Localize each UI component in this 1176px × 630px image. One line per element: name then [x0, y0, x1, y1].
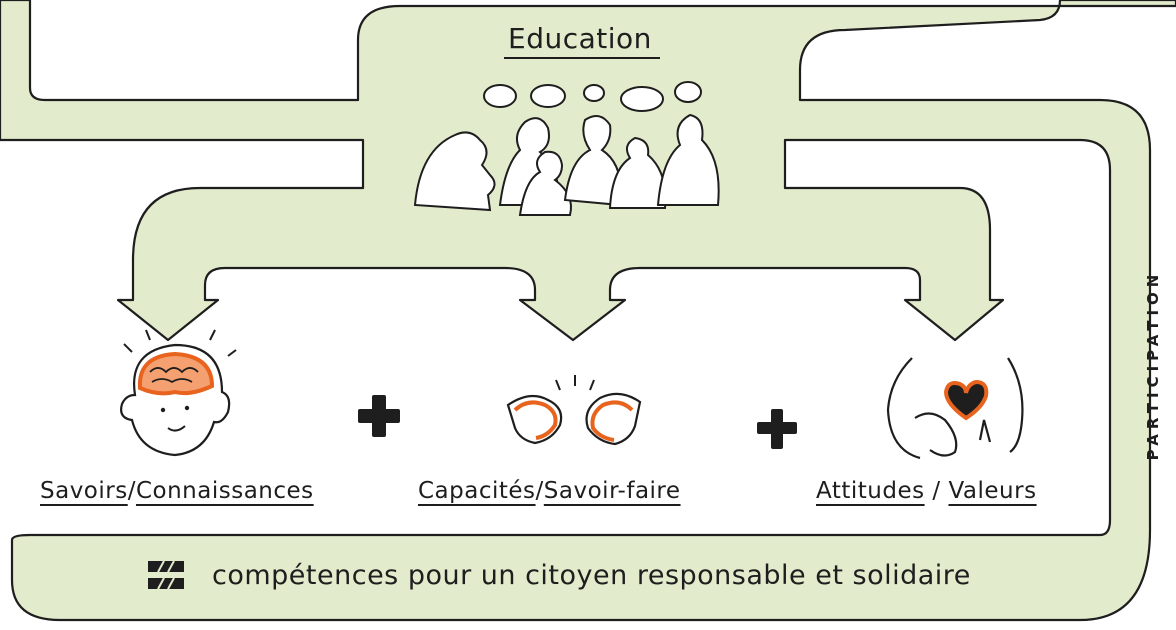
component-second: Valeurs: [948, 478, 1037, 504]
people-group-icon: [413, 113, 720, 216]
brain-head-icon: [120, 329, 237, 457]
component-first: Capacités: [418, 478, 536, 504]
heart-chest-icon: [886, 357, 1024, 460]
plus-icon: [757, 409, 797, 449]
hands-icon: [506, 375, 642, 446]
component-second: Savoir-faire: [543, 478, 681, 504]
diagram-title: Education: [508, 22, 652, 55]
component-sep: /: [535, 478, 544, 504]
equals-icon: [148, 560, 184, 590]
component-sep: /: [127, 478, 136, 504]
result-text: compétences pour un citoyen responsable …: [212, 560, 971, 591]
participation-label: PARTICIPATION: [1144, 269, 1162, 461]
component-sep: /: [924, 478, 949, 504]
component-label-savoirs: Savoirs/Connaissances: [40, 478, 314, 504]
component-first: Savoirs: [40, 478, 128, 504]
component-label-capacites: Capacités/Savoir-faire: [418, 478, 681, 504]
speech-bubbles-icon: [483, 81, 702, 112]
component-label-attitudes: Attitudes / Valeurs: [816, 478, 1037, 504]
component-first: Attitudes: [816, 478, 925, 504]
component-second: Connaissances: [135, 478, 314, 504]
plus-icon: [358, 395, 400, 437]
